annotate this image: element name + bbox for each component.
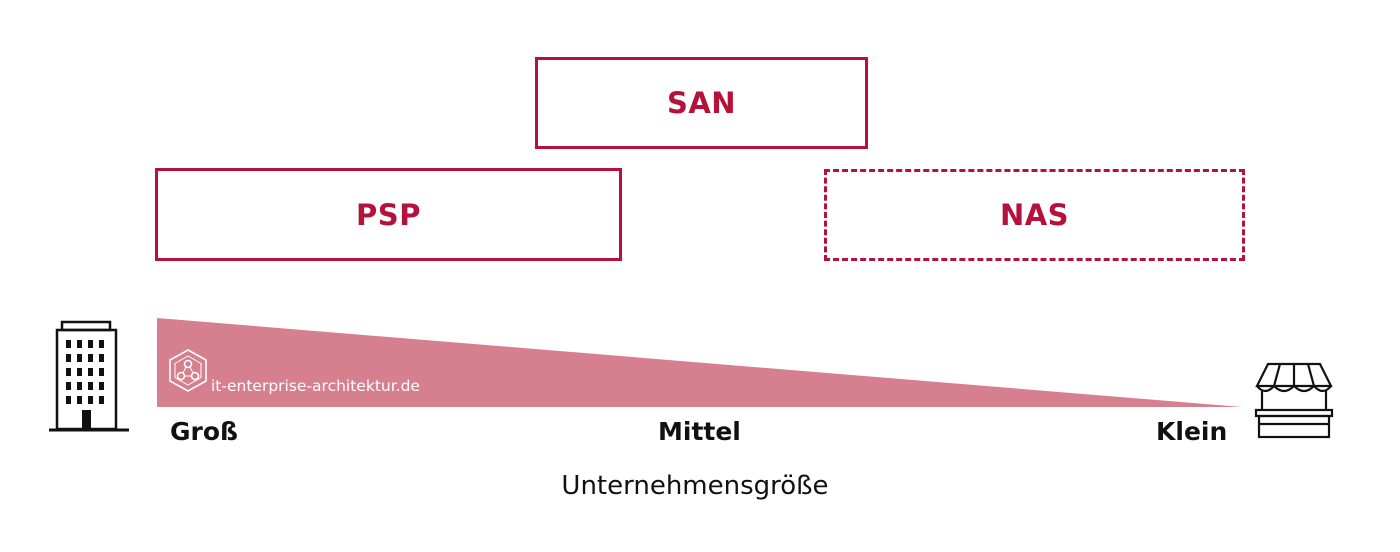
san-box: SAN [535,57,868,149]
scale-label-large: Groß [170,417,239,446]
size-wedge [157,318,1242,407]
hexagon-logo-icon [169,349,207,392]
san-label: SAN [666,86,737,120]
market-stall-icon [1254,362,1334,439]
axis-title: Unternehmensgröße [0,471,1400,501]
scale-label-medium: Mittel [658,417,741,446]
scale-label-small: Klein [1156,417,1228,446]
axis-title-text: Unternehmensgröße [561,471,829,501]
nas-box: NAS [824,169,1245,261]
nas-label: NAS [999,198,1070,232]
psp-label: PSP [356,197,421,232]
psp-box: PSP [155,168,622,261]
office-building-icon [49,320,129,432]
watermark-text: it-enterprise-architektur.de [211,377,420,395]
